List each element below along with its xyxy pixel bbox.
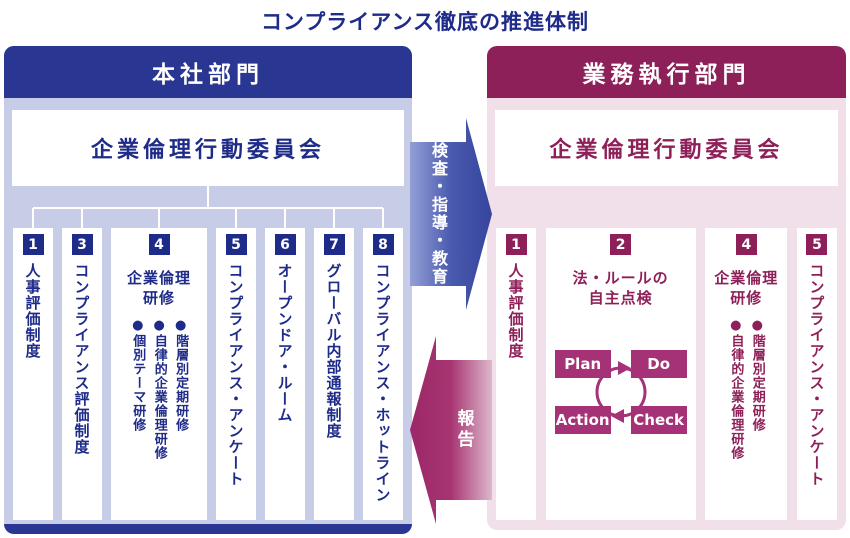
left-committee-box: 企業倫理行動委員会 — [12, 110, 404, 186]
page-title: コンプライアンス徹底の推進体制 — [260, 10, 590, 34]
business-execution-header: 業務執行部門 — [487, 46, 846, 98]
training-bullet-list: ●階層別定期研修 ●自律的企業倫理研修 ●個別テーマ研修 — [127, 318, 191, 460]
column-compliance-survey: 5 コンプライアンス・アンケート — [216, 228, 256, 520]
bullet-item: ●自律的企業倫理研修 — [151, 318, 167, 460]
column-label: コンプライアンス・アンケート — [807, 263, 826, 487]
column-label: 人事評価制度 — [506, 263, 525, 359]
column-ethics-training: 4 企業倫理研修 ●階層別定期研修 ●自律的企業倫理研修 — [705, 228, 788, 520]
right-committee-box: 企業倫理行動委員会 — [495, 110, 838, 186]
column-number-badge: 8 — [372, 234, 394, 255]
bullet-item: ●自律的企業倫理研修 — [728, 318, 744, 460]
report-arrow: 報告 — [410, 336, 492, 524]
column-open-door-room: 6 オープンドア・ルーム — [265, 228, 305, 520]
column-number-badge: 4 — [148, 234, 170, 255]
column-personnel-evaluation: 1 人事評価制度 — [13, 228, 53, 520]
column-number-badge: 7 — [323, 234, 345, 255]
column-number-badge: 1 — [22, 234, 44, 255]
column-compliance-evaluation: 3 コンプライアンス評価制度 — [62, 228, 102, 520]
column-label: 法・ルールの自主点検 — [572, 269, 669, 307]
pdca-plan-box: Plan — [554, 350, 611, 378]
column-compliance-survey: 5 コンプライアンス・アンケート — [796, 228, 837, 520]
bullet-item: ●個別テーマ研修 — [130, 318, 146, 432]
pdca-cycle: Plan Do Action Check — [546, 342, 696, 442]
pdca-do-box: Do — [630, 350, 687, 378]
column-number-badge: 5 — [806, 234, 828, 255]
head-office-panel: 企業倫理行動委員会 1 人事評価制度 3 コンプライアンス評価制度 4 企業倫理… — [4, 46, 412, 534]
head-office-measures: 1 人事評価制度 3 コンプライアンス評価制度 4 企業倫理研修 ●階層別定期研… — [4, 228, 412, 520]
column-label: コンプライアンス・ホットライン — [373, 263, 392, 503]
column-number-badge: 1 — [505, 234, 527, 255]
column-ethics-training: 4 企業倫理研修 ●階層別定期研修 ●自律的企業倫理研修 ●個別テーマ研修 — [111, 228, 207, 520]
column-number-badge: 2 — [610, 234, 632, 255]
column-label: オープンドア・ルーム — [275, 263, 294, 423]
column-label: 人事評価制度 — [23, 263, 42, 359]
column-personnel-evaluation: 1 人事評価制度 — [496, 228, 536, 520]
column-label: 企業倫理研修 — [126, 269, 191, 307]
column-number-badge: 5 — [225, 234, 247, 255]
pdca-check-box: Check — [630, 406, 687, 434]
inspection-arrow-label: 検査・指導・教育 — [429, 142, 448, 286]
inspection-guidance-arrow: 検査・指導・教育 — [410, 118, 492, 310]
column-number-badge: 6 — [274, 234, 296, 255]
head-office-header: 本社部門 — [4, 46, 412, 98]
column-compliance-hotline: 8 コンプライアンス・ホットライン — [363, 228, 403, 520]
left-arrow-shape — [410, 336, 492, 524]
bullet-item: ●階層別定期研修 — [749, 318, 765, 432]
column-label: 企業倫理研修 — [714, 269, 779, 307]
connector-lines — [32, 186, 384, 228]
bullet-item: ●階層別定期研修 — [173, 318, 189, 432]
pdca-cycle-arrows — [595, 361, 647, 423]
column-label: コンプライアンス・アンケート — [226, 263, 245, 487]
column-label: コンプライアンス評価制度 — [72, 263, 91, 455]
column-label: グローバル内部通報制度 — [324, 263, 343, 439]
training-bullet-list: ●階層別定期研修 ●自律的企業倫理研修 — [725, 318, 768, 460]
column-number-badge: 3 — [71, 234, 93, 255]
pdca-action-box: Action — [554, 406, 611, 434]
report-arrow-label: 報告 — [453, 409, 474, 451]
column-number-badge: 4 — [735, 234, 757, 255]
column-global-whistleblower: 7 グローバル内部通報制度 — [314, 228, 354, 520]
business-execution-measures: 1 人事評価制度 2 法・ルールの自主点検 Plan Do Action Che… — [487, 228, 846, 520]
business-execution-panel: 企業倫理行動委員会 1 人事評価制度 2 法・ルールの自主点検 Plan Do — [487, 46, 846, 530]
column-self-inspection: 2 法・ルールの自主点検 Plan Do Action Check — [545, 228, 696, 520]
right-arrow-shape — [410, 118, 492, 310]
